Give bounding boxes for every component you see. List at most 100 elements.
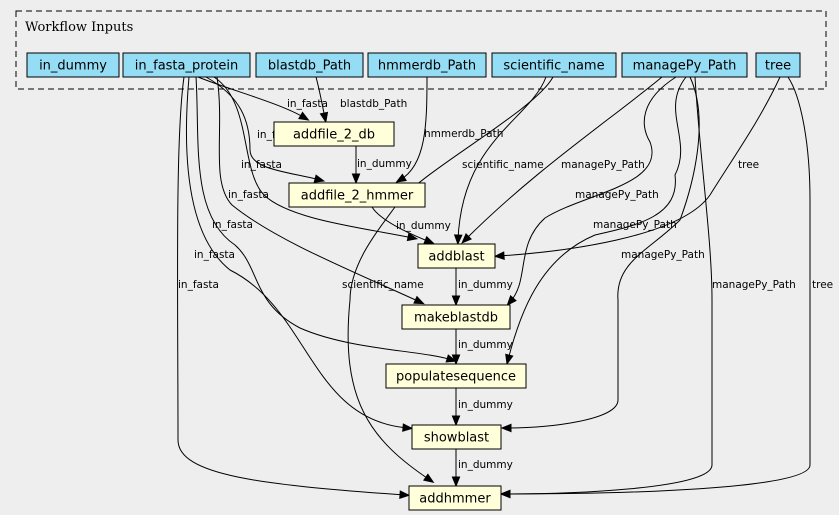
edge-managePy_Path-to-showblast: managePy_Path bbox=[500, 76, 705, 433]
edge-arrowhead bbox=[413, 295, 425, 305]
node-label: hmmerdb_Path bbox=[378, 59, 476, 74]
edge-line bbox=[399, 76, 428, 181]
edge-arrowhead bbox=[451, 476, 461, 488]
step-node-addfile-2-hmmer[interactable]: addfile_2_hmmer bbox=[288, 182, 426, 208]
edge-line bbox=[216, 76, 421, 303]
node-label: in_fasta_protein bbox=[135, 59, 238, 74]
node-box bbox=[417, 243, 496, 269]
edge-arrowhead bbox=[451, 295, 461, 307]
edge-arrowhead bbox=[453, 234, 463, 246]
edge-label: in_dummy bbox=[458, 399, 513, 411]
edge-tree-to-addblast: tree bbox=[493, 76, 781, 260]
edge-in_fasta_protein-to-addblast: in_fasta bbox=[213, 76, 419, 242]
edge-label: in_dummy bbox=[458, 279, 513, 291]
edge-arrowhead bbox=[402, 423, 414, 432]
edge-label: managePy_Path bbox=[712, 279, 796, 291]
edge-makeblastdb-to-populatesequence: in_dummy bbox=[451, 329, 513, 366]
edge-arrowhead bbox=[351, 173, 361, 185]
edge-scientific_name-to-addblast: scientific_name bbox=[453, 76, 547, 246]
input-node-in-fasta-protein[interactable]: in_fasta_protein bbox=[122, 52, 251, 78]
edge-line bbox=[507, 76, 687, 361]
edge-arrowhead bbox=[445, 354, 458, 363]
edge-label: managePy_Path bbox=[561, 159, 645, 171]
edge-label: managePy_Path bbox=[593, 219, 677, 231]
edge-arrowhead bbox=[298, 111, 310, 121]
edge-line bbox=[509, 76, 677, 303]
edge-arrowhead bbox=[499, 489, 511, 499]
node-label: in_dummy bbox=[39, 59, 107, 74]
edge-label: managePy_Path bbox=[621, 249, 705, 261]
input-node-in-dummy[interactable]: in_dummy bbox=[26, 52, 120, 78]
node-label: managePy_Path bbox=[633, 59, 737, 74]
edge-addfile_2_db-to-addfile_2_hmmer: in_dummy bbox=[351, 146, 412, 185]
node-label: makeblastdb bbox=[414, 311, 498, 326]
edge-in_fasta_protein-to-addfile_2_db: in_fasta bbox=[197, 76, 328, 121]
edge-arrowhead bbox=[406, 232, 419, 242]
edge-managePy_Path-to-makeblastdb: managePy_Path bbox=[506, 76, 677, 307]
edge-label: tree bbox=[812, 279, 833, 291]
node-label: showblast bbox=[424, 431, 489, 446]
input-node-blastdb-Path[interactable]: blastdb_Path bbox=[255, 52, 364, 78]
edge-line bbox=[504, 76, 713, 495]
edge-arrowhead bbox=[461, 233, 472, 244]
node-box bbox=[621, 52, 748, 78]
edge-arrowhead bbox=[451, 354, 461, 366]
edge-label: in_fasta bbox=[241, 159, 282, 171]
edge-label: in_dummy bbox=[357, 158, 412, 170]
node-label: addfile_2_hmmer bbox=[301, 189, 414, 204]
edge-arrowhead bbox=[319, 111, 329, 124]
edge-label: in_fasta bbox=[194, 249, 235, 261]
edge-label: in_dummy bbox=[458, 459, 513, 471]
edge-arrowhead bbox=[500, 423, 512, 433]
edge-line bbox=[464, 76, 663, 241]
edge-label: in_fasta bbox=[228, 189, 269, 201]
edge-arrowhead bbox=[506, 295, 517, 307]
step-node-addblast[interactable]: addblast bbox=[417, 243, 496, 269]
edge-line bbox=[195, 76, 453, 361]
edge-addfile_2_hmmer-to-addblast: in_dummy bbox=[371, 206, 451, 244]
edge-line bbox=[197, 76, 306, 119]
step-node-makeblastdb[interactable]: makeblastdb bbox=[401, 304, 511, 330]
input-node-scientific-name[interactable]: scientific_name bbox=[491, 52, 617, 78]
node-box bbox=[288, 182, 426, 208]
step-node-populatesequence[interactable]: populatesequence bbox=[385, 363, 527, 389]
edge-line bbox=[185, 76, 409, 429]
input-node-hmmerdb-Path[interactable]: hmmerdb_Path bbox=[367, 52, 487, 78]
node-box bbox=[255, 52, 364, 78]
input-node-tree[interactable]: tree bbox=[755, 52, 801, 78]
edge-line bbox=[347, 76, 554, 481]
node-label: addhmmer bbox=[419, 492, 491, 507]
edge-in_fasta_protein-to-makeblastdb: in_fasta bbox=[216, 76, 425, 305]
node-box bbox=[367, 52, 487, 78]
edge-label: tree bbox=[738, 159, 759, 171]
node-box bbox=[491, 52, 617, 78]
edge-label: hmmerdb_Path bbox=[424, 128, 503, 140]
edge-label: in_fasta bbox=[178, 279, 219, 291]
step-node-showblast[interactable]: showblast bbox=[411, 424, 502, 450]
edge-tree-to-addhmmer: tree bbox=[499, 76, 833, 499]
edge-managePy_Path-to-populatesequence: managePy_Path bbox=[505, 76, 687, 366]
edge-label: scientific_name bbox=[462, 159, 544, 171]
edge-scientific_name-to-addhmmer: scientific_name bbox=[342, 76, 554, 483]
node-box bbox=[411, 424, 502, 450]
node-box bbox=[755, 52, 801, 78]
edge-arrowhead bbox=[451, 415, 461, 427]
node-box bbox=[401, 304, 511, 330]
edge-arrowhead bbox=[313, 174, 326, 183]
edge-addblast-to-makeblastdb: in_dummy bbox=[451, 268, 513, 307]
edge-line bbox=[371, 206, 431, 243]
edge-line bbox=[504, 76, 811, 495]
edge-arrowhead bbox=[423, 235, 435, 244]
edge-label: in_dummy bbox=[396, 220, 451, 232]
node-label: populatesequence bbox=[396, 370, 516, 385]
step-node-addfile-2-db[interactable]: addfile_2_db bbox=[273, 121, 395, 147]
edge-line bbox=[457, 76, 547, 241]
input-node-managePy-Path[interactable]: managePy_Path bbox=[621, 52, 748, 78]
step-node-addhmmer[interactable]: addhmmer bbox=[408, 485, 502, 511]
edge-arrowhead bbox=[395, 173, 407, 183]
node-label: scientific_name bbox=[503, 59, 604, 74]
edge-label: blastdb_Path bbox=[340, 98, 407, 110]
edge-line bbox=[177, 76, 406, 496]
edge-in_fasta_protein-to-showblast: in_fasta bbox=[185, 76, 414, 432]
